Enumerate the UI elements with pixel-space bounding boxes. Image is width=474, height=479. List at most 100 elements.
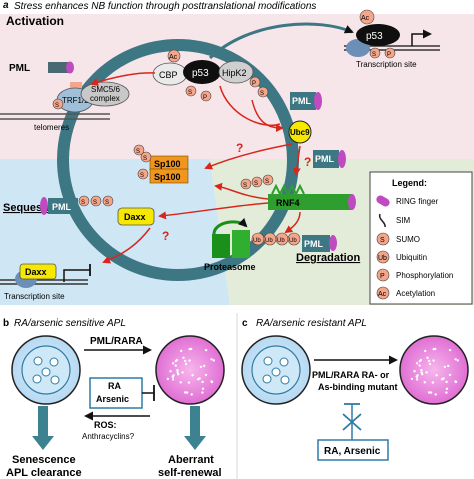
- ubc9-label: Ubc9: [290, 128, 310, 137]
- apl-cell-dispersed: [155, 335, 225, 405]
- phospho-badge-label: P: [387, 52, 391, 58]
- sumo-badge-label: S: [243, 183, 247, 189]
- sequestration-region: [0, 159, 230, 305]
- sp100-label: Sp100: [154, 159, 181, 169]
- telomeres-label: telomeres: [34, 123, 69, 132]
- ring-finger-icon: [376, 195, 390, 207]
- pml-body-right-2: PML: [313, 150, 346, 168]
- mutant-label-2: As-binding mutant: [318, 382, 398, 392]
- sumo-badge-label: S: [143, 156, 147, 162]
- panel-a-letter: a: [3, 0, 9, 11]
- legend-item: Ubiquitin: [396, 253, 427, 262]
- phospho-badge-label: P: [203, 95, 207, 101]
- panel-b-letter: b: [3, 318, 9, 329]
- transcription-site-top-label: Transcription site: [356, 60, 417, 69]
- acetylation-icon: [376, 286, 390, 300]
- pml-label: PML: [304, 239, 324, 249]
- sumo-badge-label: S: [260, 91, 264, 97]
- p53-top-label: p53: [366, 31, 383, 42]
- ubiquitin-icon-letter: Ub: [378, 255, 387, 262]
- legend-item: SIM: [396, 216, 411, 225]
- trf-label: TRF1/2: [62, 96, 89, 105]
- phosphorylation-icon-letter: P: [380, 273, 385, 280]
- dispersed-speckles-c: [410, 347, 459, 396]
- ros-label: ROS:: [94, 420, 117, 430]
- sp100-label: Sp100: [154, 172, 181, 182]
- cbp-label: CBP: [159, 70, 178, 80]
- daxx-label: Daxx: [124, 212, 146, 222]
- smc-label: SMC5/6: [91, 85, 120, 94]
- daxx-nuclear: Daxx S S S ?: [78, 182, 269, 264]
- drugs-label: RA, Arsenic: [324, 446, 381, 457]
- panel-a-title: Stress enhances NB function through post…: [14, 1, 316, 12]
- outcome-self-renewal: self-renewal: [158, 467, 222, 479]
- ub-badge-label: Ub: [289, 238, 297, 244]
- ub-badge-label: Ub: [253, 238, 261, 244]
- rnf4-label: RNF4: [276, 198, 300, 208]
- outcome-clearance: APL clearance: [6, 467, 82, 479]
- ac-badge-label: Ac: [361, 15, 370, 22]
- pml-label: PML: [292, 96, 312, 106]
- sumo-badge-label: S: [188, 90, 192, 96]
- acetylation-icon-letter: Ac: [378, 291, 387, 298]
- question-mark: ?: [304, 155, 311, 169]
- ubc9: Ubc9: [219, 85, 312, 144]
- sumo-badge-label: S: [136, 149, 140, 155]
- transcription-site-bottom-label: Transcription site: [4, 292, 65, 301]
- phospho-badge-label: P: [252, 81, 256, 87]
- pml-body-bottom-right: PML: [302, 235, 337, 252]
- sp100: Sp100 Sp100 S S S ?: [133, 141, 293, 184]
- panel-b-title: RA/arsenic sensitive APL: [14, 318, 126, 329]
- panel-c-letter: c: [242, 318, 248, 329]
- sim-icon: [378, 213, 386, 228]
- telomere-complex: TRF1/2 SMC5/6 complex S telomeres: [0, 72, 156, 132]
- nucleus-envelope: [57, 39, 299, 281]
- p53-label: p53: [192, 68, 209, 79]
- sumo-badge-label: S: [105, 200, 109, 206]
- p53-oval-top: [356, 24, 400, 46]
- pml-label: PML: [315, 154, 335, 164]
- legend: Legend: RING finger SIM S SUMO Ub Ubiqui…: [369, 171, 473, 305]
- sumo-icon-letter: S: [380, 237, 385, 244]
- panel-c-title: RA/arsenic resistant APL: [256, 318, 367, 329]
- ubiquitin-icon: [376, 250, 390, 264]
- legend-title: Legend:: [392, 178, 427, 188]
- dispersed-speckles: [166, 347, 215, 396]
- proteasome: Proteasome Ub Ub Ub Ub: [204, 211, 301, 272]
- outcome-aberrant: Aberrant: [168, 454, 214, 466]
- down-arrow-right: [184, 406, 206, 450]
- rnf4: RNF4 S S S ?: [240, 145, 356, 210]
- pml-label: PML: [52, 202, 72, 212]
- pml-body-left: PML: [40, 197, 78, 215]
- sumo-badge-label: S: [55, 103, 59, 109]
- anthracyclins-label: Anthracyclins?: [82, 432, 135, 441]
- smc-complex-label: complex: [90, 94, 120, 103]
- ub-badge-label: Ub: [265, 238, 273, 244]
- cbp-p53-hipk2-complex: CBP p53 HipK2 Ac S P P S: [152, 49, 269, 102]
- daxx-label: Daxx: [25, 267, 47, 277]
- legend-item: Phosphorylation: [396, 271, 453, 280]
- sumo-badge-label: S: [372, 52, 376, 58]
- outcome-senescence: Senescence: [12, 454, 76, 466]
- pml-rara-label: PML/RARA: [90, 336, 143, 347]
- pml-body-right-1: PML: [290, 92, 322, 110]
- apl-cell-dispersed-c: [399, 335, 469, 405]
- drugs-box: [317, 439, 389, 461]
- pml-label: PML: [9, 63, 30, 74]
- sumo-badge-label: S: [81, 200, 85, 206]
- legend-item: SUMO: [396, 235, 420, 244]
- panel-c: c RA/arsenic resistant APL PML/RARA RA- …: [241, 318, 469, 461]
- sumo-badge-label: S: [140, 173, 144, 179]
- proteasome-label: Proteasome: [204, 262, 256, 272]
- phosphorylation-icon: [376, 268, 390, 282]
- down-arrow-left: [32, 406, 54, 450]
- ub-badge-label: Ub: [277, 238, 285, 244]
- sumo-badge-label: S: [265, 179, 269, 185]
- question-mark: ?: [236, 141, 243, 155]
- sumo-icon: [376, 232, 390, 246]
- question-mark: ?: [162, 229, 169, 243]
- legend-item: RING finger: [396, 197, 439, 206]
- arsenic-label: Arsenic: [96, 394, 129, 404]
